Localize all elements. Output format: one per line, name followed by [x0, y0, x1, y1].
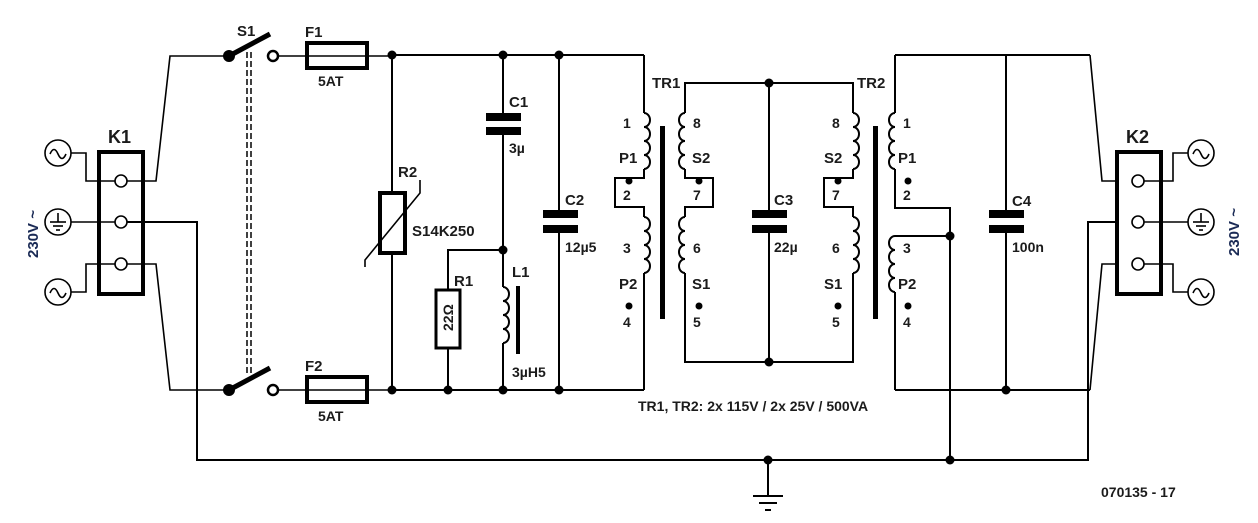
resistor-r1: R1 22Ω	[434, 249, 503, 390]
capacitor-c3: C3 22µ	[752, 78, 798, 367]
connector-k2: K2 230V ~	[1115, 127, 1243, 306]
ac-source-icon	[44, 139, 72, 167]
r2-value: S14K250	[412, 223, 475, 240]
tr2-label: TR2	[857, 75, 885, 92]
transformer-note: TR1, TR2: 2x 115V / 2x 25V / 500VA	[638, 398, 868, 414]
earth-source-icon	[44, 208, 72, 236]
capacitor-c1: C1 3µ	[486, 55, 528, 250]
pin-label: 7	[832, 187, 840, 203]
k1-label: K1	[108, 127, 131, 147]
r1-value: 22Ω	[440, 304, 456, 331]
k1-terminal-l	[114, 174, 128, 188]
f1-label: F1	[305, 24, 323, 41]
pin-label: 3	[623, 240, 631, 256]
k1-terminal-n	[114, 257, 128, 271]
capacitor-c2: C2 12µ5	[543, 55, 597, 390]
pin-label: 2	[623, 187, 631, 203]
ground-icon	[753, 460, 783, 511]
wire	[127, 55, 230, 182]
c1-value: 3µ	[509, 140, 525, 156]
fuse-f2: F2 5AT	[295, 358, 392, 424]
winding-label: S2	[824, 150, 842, 167]
k1-voltage-label: 230V ~	[25, 210, 42, 258]
tr1-label: TR1	[652, 75, 680, 92]
pin-label: 1	[903, 115, 911, 131]
switch-s1: S1	[223, 23, 295, 397]
winding-label: P1	[619, 150, 637, 167]
transformer-tr1: TR1 1 P1 2 3 P2 4 8 S2 7 6 S1 5	[614, 55, 769, 390]
f2-value: 5AT	[318, 408, 344, 424]
c1-label: C1	[509, 94, 528, 111]
ac-source-icon	[44, 278, 72, 306]
k1-terminal-pe	[114, 215, 128, 229]
f1-value: 5AT	[318, 73, 344, 89]
f2-label: F2	[305, 358, 323, 375]
wire	[127, 263, 230, 391]
c4-value: 100n	[1012, 239, 1044, 255]
pin-label: 5	[832, 314, 840, 330]
connector-k1: K1 230V ~	[25, 127, 145, 306]
s1-label: S1	[237, 23, 255, 40]
winding-label: P2	[898, 276, 916, 293]
figure-code: 070135 - 17	[1101, 484, 1176, 500]
pin-label: 1	[623, 115, 631, 131]
pin-label: 8	[693, 115, 701, 131]
ac-source-icon	[1187, 278, 1215, 306]
inductor-l1: L1 3µH5	[502, 250, 546, 390]
winding-label: S1	[692, 276, 710, 293]
pin-label: 8	[832, 115, 840, 131]
r1-label: R1	[454, 273, 473, 290]
winding-label: P1	[898, 150, 916, 167]
pin-label: 6	[832, 240, 840, 256]
r2-label: R2	[398, 164, 417, 181]
winding-label: P2	[619, 276, 637, 293]
winding-label: S1	[824, 276, 842, 293]
c3-value: 22µ	[774, 239, 798, 255]
fuse-f1: F1 5AT	[295, 24, 392, 89]
varistor-r2: R2 S14K250	[364, 55, 475, 390]
winding-label: S2	[692, 150, 710, 167]
ac-source-icon	[1187, 139, 1215, 167]
pin-label: 3	[903, 240, 911, 256]
c3-label: C3	[774, 192, 793, 209]
pin-label: 7	[693, 187, 701, 203]
c2-label: C2	[565, 192, 584, 209]
k2-voltage-label: 230V ~	[1226, 208, 1243, 256]
c2-value: 12µ5	[565, 239, 597, 255]
transformer-tr2: TR2 8 S2 7 6 S1 5 1 P1 2 3 P2 4	[769, 55, 955, 460]
pin-label: 4	[623, 314, 631, 330]
c4-label: C4	[1012, 193, 1032, 210]
k2-label: K2	[1126, 127, 1149, 147]
earth-source-icon	[1187, 208, 1215, 236]
pin-label: 5	[693, 314, 701, 330]
earth-wire	[127, 221, 1120, 461]
pin-label: 2	[903, 187, 911, 203]
l1-label: L1	[512, 264, 530, 281]
pin-label: 4	[903, 314, 911, 330]
capacitor-c4: C4 100n	[989, 55, 1044, 390]
l1-value: 3µH5	[512, 364, 546, 380]
pin-label: 6	[693, 240, 701, 256]
